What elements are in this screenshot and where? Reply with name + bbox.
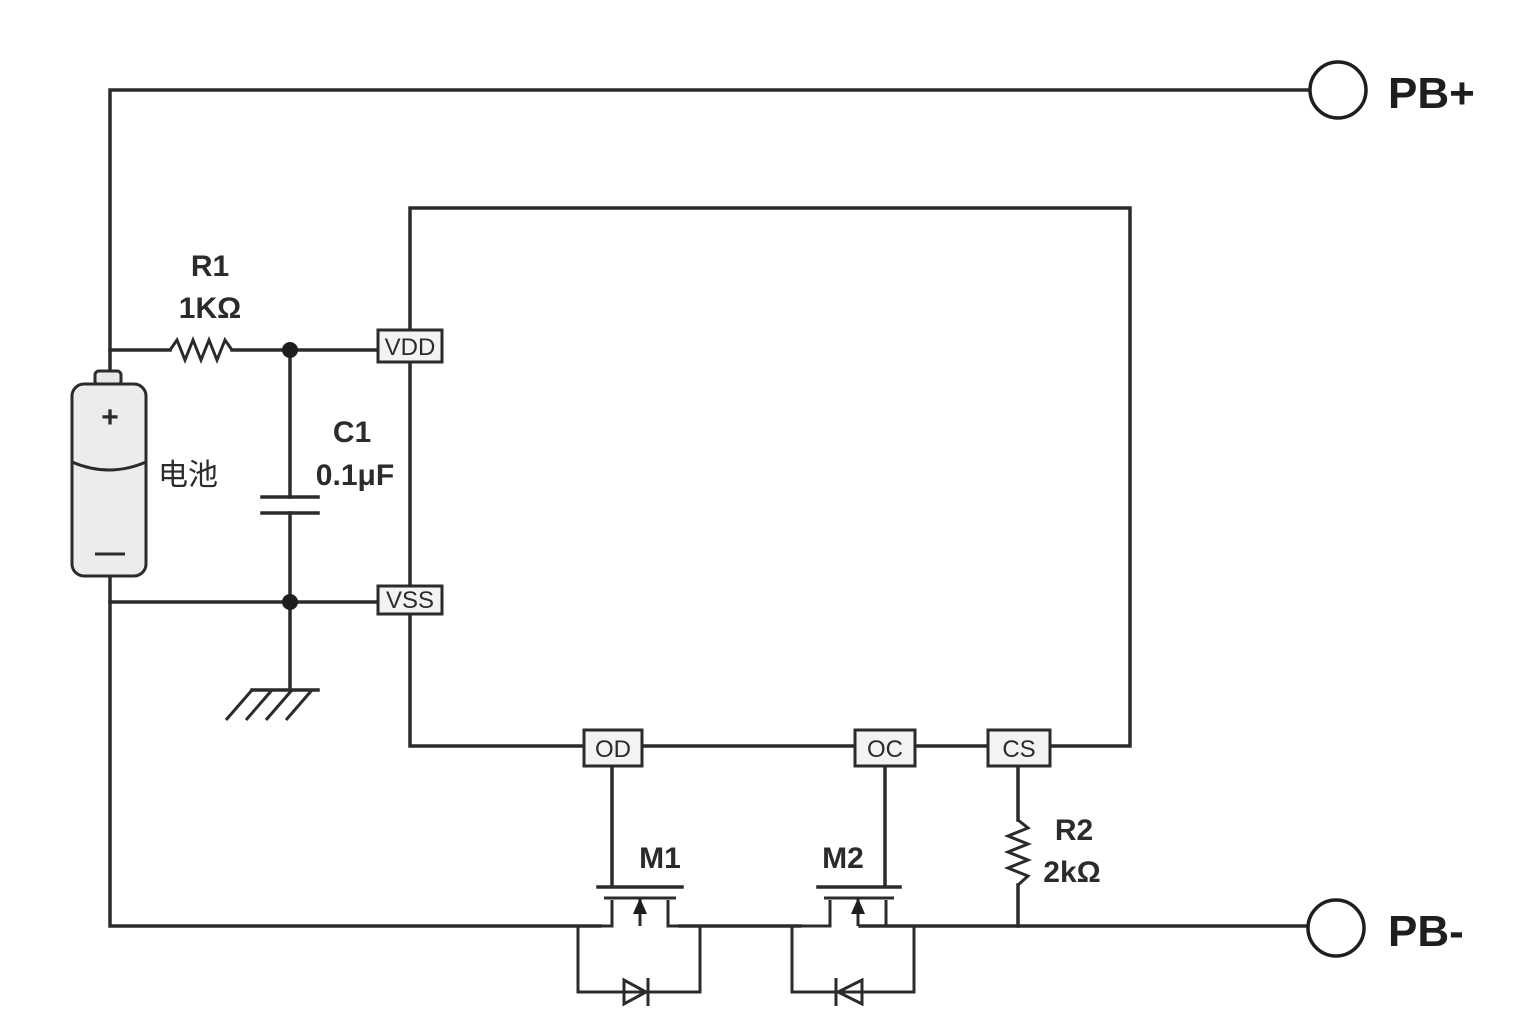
m2-arrow-icon: [851, 898, 865, 914]
resistor-r1: R1 1KΩ: [168, 250, 241, 365]
battery: + — 电池: [70, 369, 218, 578]
m2-diode-icon: [834, 977, 864, 1007]
m1-diode-icon: [622, 977, 650, 1007]
pin-oc-label: OC: [867, 736, 903, 763]
wires: [108, 88, 1312, 928]
terminal-pb-minus[interactable]: PB-: [1306, 898, 1464, 958]
terminal-pb-plus[interactable]: PB+: [1308, 60, 1475, 120]
pin-od-label: OD: [595, 736, 631, 763]
c1-value: 0.1μF: [316, 459, 394, 492]
pin-cs-label: CS: [1002, 736, 1035, 763]
pin-vss: VSS: [376, 584, 444, 616]
m1-diode-loop: [576, 926, 702, 994]
pin-vss-label: VSS: [386, 587, 434, 614]
m2-name: M2: [822, 842, 864, 875]
m2-drain-lead: [884, 900, 914, 928]
resistor-r2-icon: [1003, 818, 1033, 887]
pb-plus-label: PB+: [1388, 69, 1475, 118]
m2-source-lead: [800, 900, 832, 928]
mosfet-m2: M2: [790, 842, 916, 1007]
pin-vdd-label: VDD: [385, 334, 436, 361]
ground-icon: [224, 688, 320, 721]
r2-name: R2: [1055, 814, 1093, 847]
battery-label: 电池: [158, 458, 218, 493]
pb-minus-label: PB-: [1388, 907, 1464, 956]
junction-vss: [282, 594, 298, 610]
capacitor-c1: C1 0.1μF: [260, 416, 394, 515]
pin-oc: OC: [853, 728, 917, 768]
top-rail-wire: [108, 88, 1312, 377]
pin-vdd: VDD: [376, 328, 444, 364]
r1-name: R1: [191, 250, 229, 283]
ic-left-bottom-edge: [408, 612, 586, 748]
battery-minus-sign: —: [95, 536, 125, 569]
battery-band-icon: [71, 460, 147, 472]
m1-source-lead: [600, 900, 614, 928]
terminal-pb-minus-icon: [1306, 898, 1366, 958]
pin-cs: CS: [986, 728, 1052, 768]
resistor-r1-icon: [168, 335, 234, 365]
m1-name: M1: [639, 842, 681, 875]
bottom-left-wire: [108, 600, 602, 928]
vss-wire: [108, 573, 382, 604]
battery-plus-sign: +: [101, 401, 119, 434]
pin-od: OD: [582, 728, 644, 768]
m1-drain-lead: [666, 900, 700, 928]
battery-body-icon: [70, 382, 148, 578]
m1-arrow-icon: [633, 898, 647, 914]
m2-diode-loop: [790, 926, 916, 994]
resistor-r2: R2 2kΩ: [1003, 814, 1101, 889]
terminal-pb-plus-icon: [1308, 60, 1368, 120]
r2-value: 2kΩ: [1043, 856, 1100, 889]
r1-value: 1KΩ: [179, 292, 241, 325]
ic-body-outline: [408, 206, 1132, 748]
mosfet-m1: M1: [576, 842, 702, 1007]
c1-name: C1: [333, 416, 371, 449]
junction-vdd: [282, 342, 298, 358]
